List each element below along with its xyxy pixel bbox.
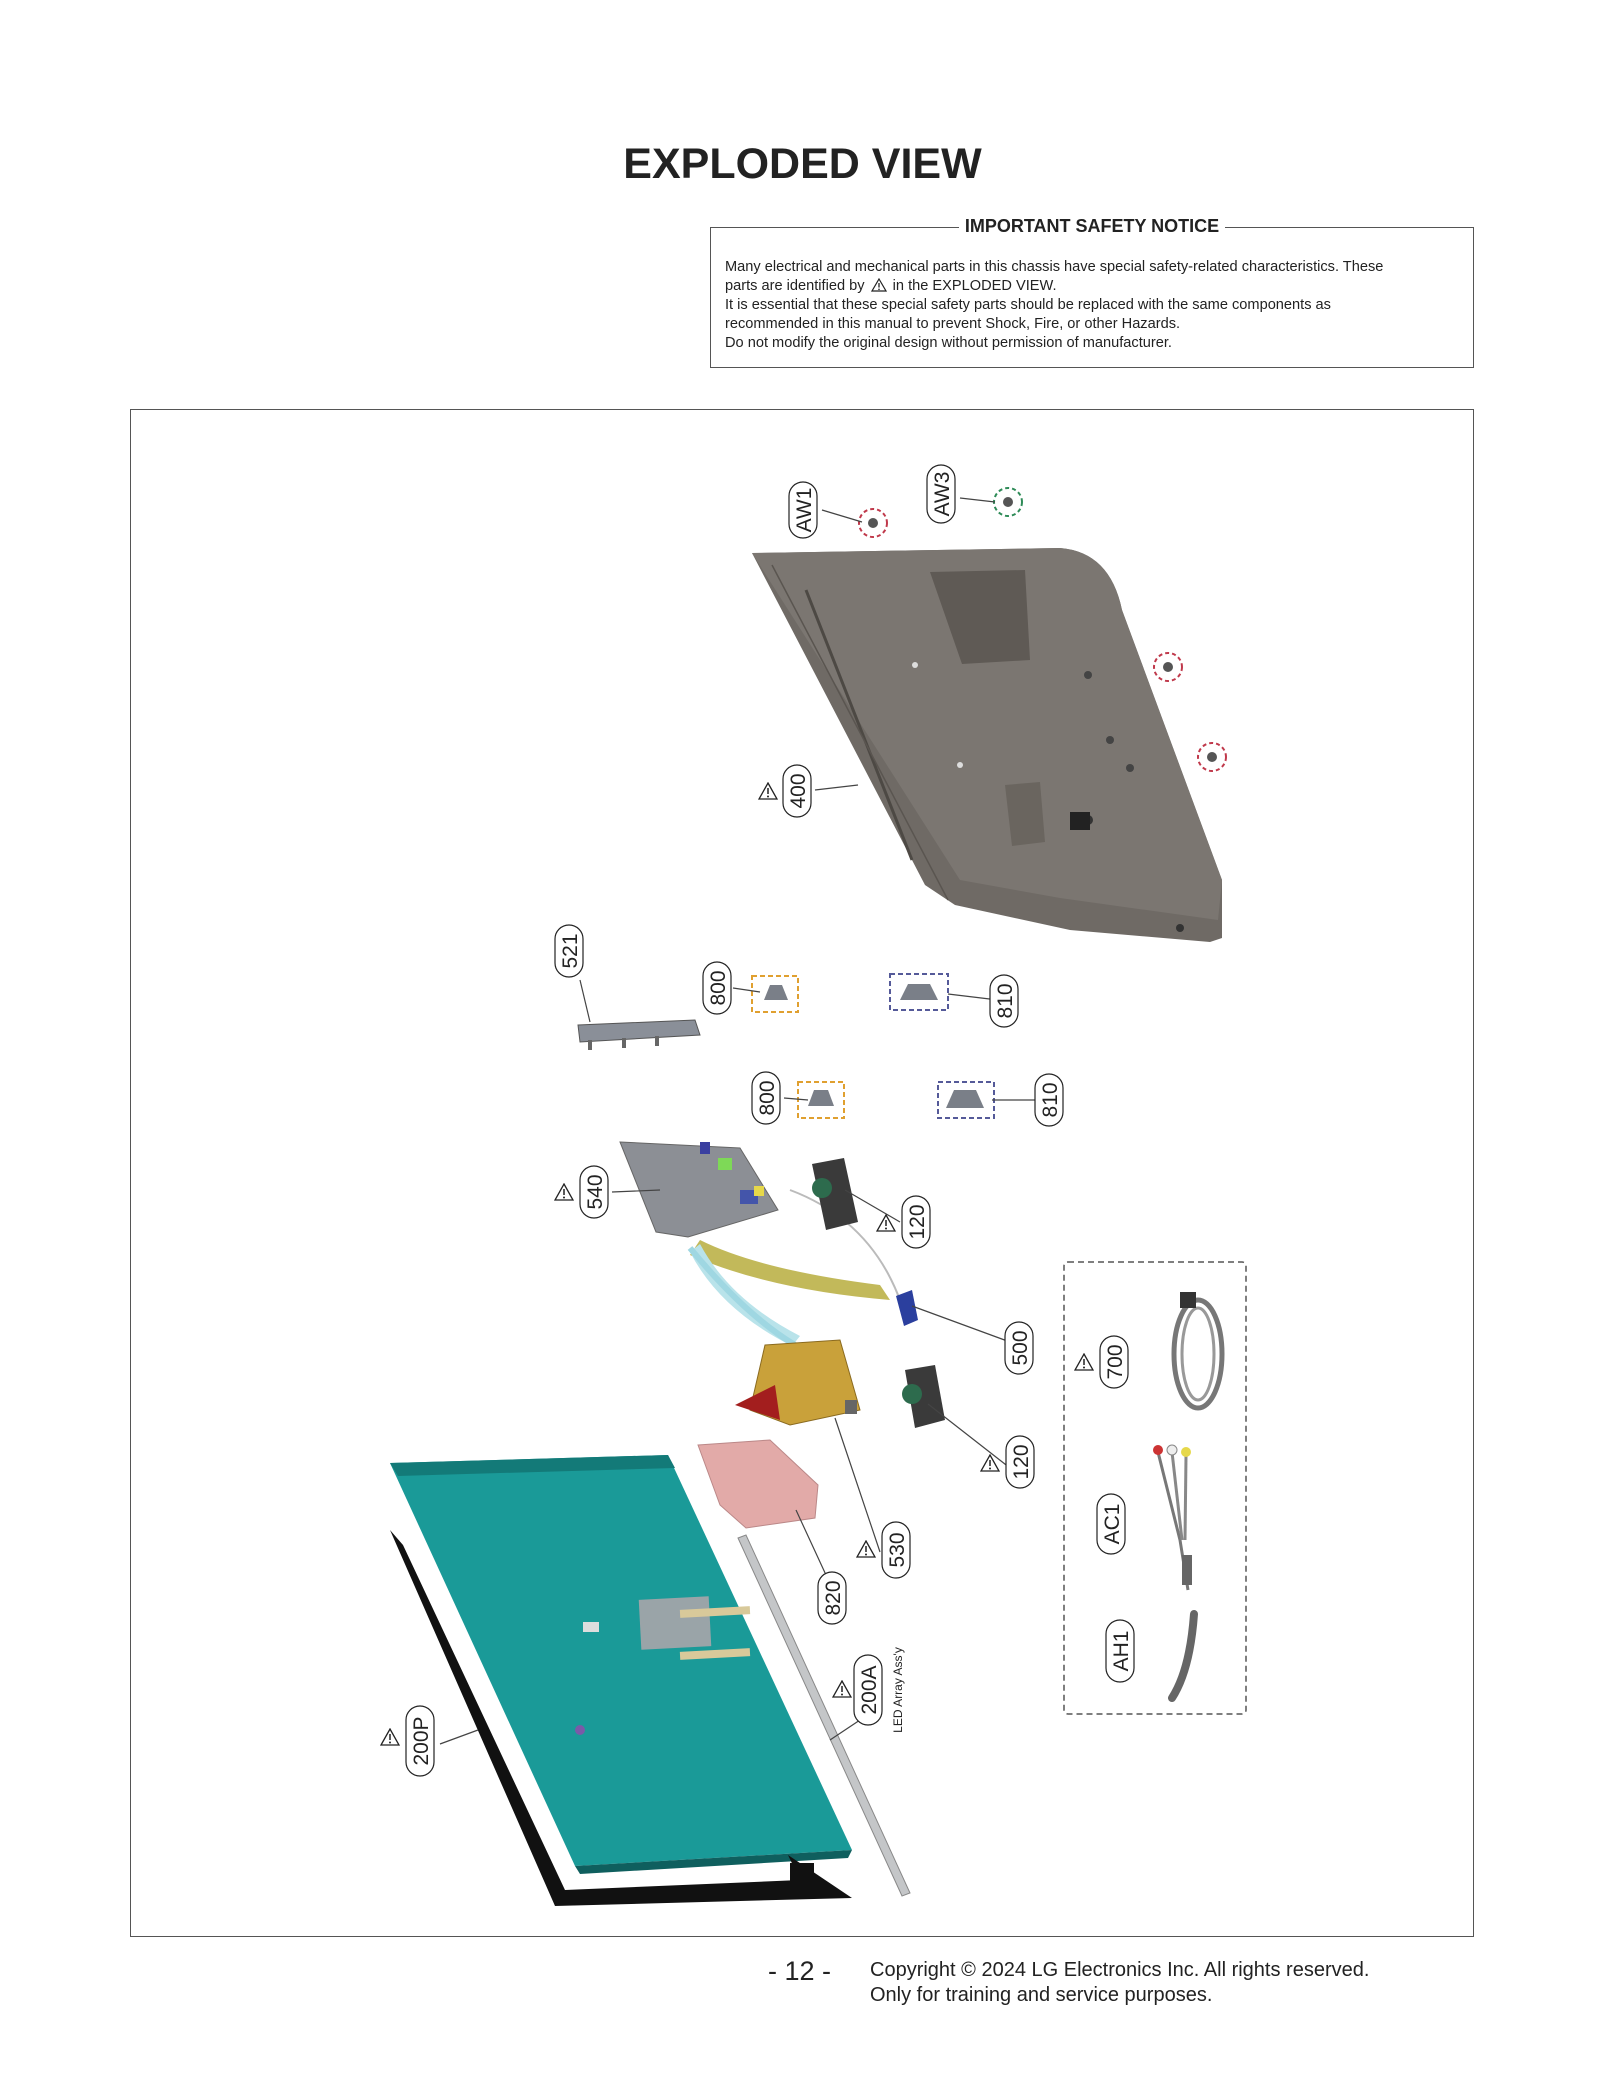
av-cable-ac1	[1153, 1444, 1192, 1591]
led-array-label: LED Array Ass'y	[891, 1647, 905, 1733]
notice-line-2: parts are identified by in the EXPLODED …	[725, 277, 1459, 296]
callout-521: 521	[554, 924, 584, 978]
screw-aw1	[858, 508, 888, 538]
svg-text:120: 120	[1010, 1444, 1033, 1479]
callout-ac1: AC1	[1096, 1493, 1126, 1555]
accessory-box	[1063, 1261, 1247, 1715]
svg-text:AH1: AH1	[1110, 1631, 1133, 1672]
speaker-120-upper	[812, 1158, 858, 1230]
bracket-800-lower	[797, 1081, 845, 1119]
panel-frame-outline	[390, 1530, 852, 1906]
svg-text:810: 810	[994, 983, 1017, 1018]
main-board-540	[619, 1141, 779, 1238]
callout-810-lower: 810	[1034, 1073, 1064, 1127]
insulator-sheet-820	[697, 1439, 819, 1529]
display-panel-200p	[390, 1455, 852, 1874]
callout-800-upper: 800	[702, 961, 732, 1015]
callout-810-upper: 810	[989, 974, 1019, 1028]
bracket-800-upper	[751, 975, 799, 1013]
svg-text:200P: 200P	[410, 1716, 433, 1765]
callout-120-lower: 120	[980, 1435, 1035, 1489]
power-board-530	[735, 1339, 861, 1426]
callout-400: 400	[758, 764, 812, 818]
svg-text:530: 530	[886, 1532, 909, 1567]
callout-200p: 200P	[380, 1705, 435, 1777]
callout-530: 530	[856, 1521, 911, 1579]
svg-text:AW1: AW1	[793, 488, 816, 533]
page-number: - 12 -	[768, 1956, 832, 1986]
callout-820: 820	[817, 1571, 847, 1625]
leader-lines	[439, 497, 1038, 1745]
back-cover-400	[752, 548, 1222, 942]
bracket-810-lower	[937, 1081, 995, 1119]
warning-triangle-icon	[870, 278, 887, 292]
usage-line: Only for training and service purposes.	[870, 1984, 1213, 2006]
safety-notice-title: IMPORTANT SAFETY NOTICE	[958, 216, 1226, 236]
svg-text:820: 820	[822, 1580, 845, 1615]
warning-triangle-icon	[1074, 1353, 1094, 1371]
diagram-frame	[130, 409, 1474, 1937]
svg-text:AC1: AC1	[1101, 1504, 1124, 1545]
copyright-line: Copyright © 2024 LG Electronics Inc. All…	[870, 1959, 1370, 1981]
callout-500: 500	[1004, 1321, 1034, 1375]
callout-700: 700	[1074, 1335, 1129, 1389]
warning-triangle-icon	[380, 1728, 400, 1746]
svg-text:800: 800	[756, 1080, 779, 1115]
notice-line-2a: parts are identified by	[725, 278, 865, 294]
warning-triangle-icon	[554, 1183, 574, 1201]
warning-triangle-icon	[856, 1540, 876, 1558]
page-title: EXPLODED VIEW	[623, 140, 982, 188]
notice-line-4: recommended in this manual to prevent Sh…	[725, 316, 1181, 332]
screw-right-2	[1197, 742, 1227, 772]
notice-line-1: Many electrical and mechanical parts in …	[725, 259, 1384, 275]
svg-text:800: 800	[707, 970, 730, 1005]
svg-text:700: 700	[1104, 1344, 1127, 1379]
svg-text:AW3: AW3	[931, 472, 954, 517]
safety-notice-box: IMPORTANT SAFETY NOTICE Many electrical …	[710, 216, 1474, 368]
screw-aw3	[993, 487, 1023, 517]
notice-line-2b: in the EXPLODED VIEW.	[892, 278, 1057, 294]
callout-800-lower: 800	[751, 1071, 781, 1125]
cable-holder-ah1	[1168, 1610, 1198, 1702]
footer-copyright: Copyright © 2024 LG Electronics Inc. All…	[870, 1958, 1369, 2008]
callout-120-upper: 120	[876, 1195, 931, 1249]
notice-line-3: It is essential that these special safet…	[725, 297, 1331, 313]
module-500	[896, 1290, 918, 1326]
svg-text:200A: 200A	[858, 1665, 881, 1714]
callout-200a: 200A LED Array Ass'y	[832, 1647, 905, 1733]
svg-text:540: 540	[584, 1174, 607, 1209]
svg-text:810: 810	[1039, 1082, 1062, 1117]
callout-540: 540	[554, 1165, 609, 1219]
safety-notice-body: Many electrical and mechanical parts in …	[725, 258, 1459, 353]
svg-text:400: 400	[787, 773, 810, 808]
svg-text:521: 521	[559, 933, 582, 968]
callout-ah1: AH1	[1105, 1619, 1135, 1683]
led-array-200a	[737, 1534, 911, 1897]
bracket-521	[577, 1019, 701, 1050]
warning-triangle-icon	[832, 1680, 852, 1698]
screw-right-1	[1153, 652, 1183, 682]
warning-triangle-icon	[758, 782, 778, 800]
flex-cables	[687, 1189, 901, 1348]
callout-aw3: AW3	[926, 464, 956, 524]
svg-text:120: 120	[906, 1204, 929, 1239]
bracket-810-upper	[889, 973, 949, 1011]
callout-aw1: AW1	[788, 481, 818, 539]
svg-text:500: 500	[1009, 1330, 1032, 1365]
speaker-120-lower	[902, 1365, 945, 1428]
notice-line-5: Do not modify the original design withou…	[725, 335, 1172, 351]
power-cord-700	[1171, 1292, 1225, 1411]
